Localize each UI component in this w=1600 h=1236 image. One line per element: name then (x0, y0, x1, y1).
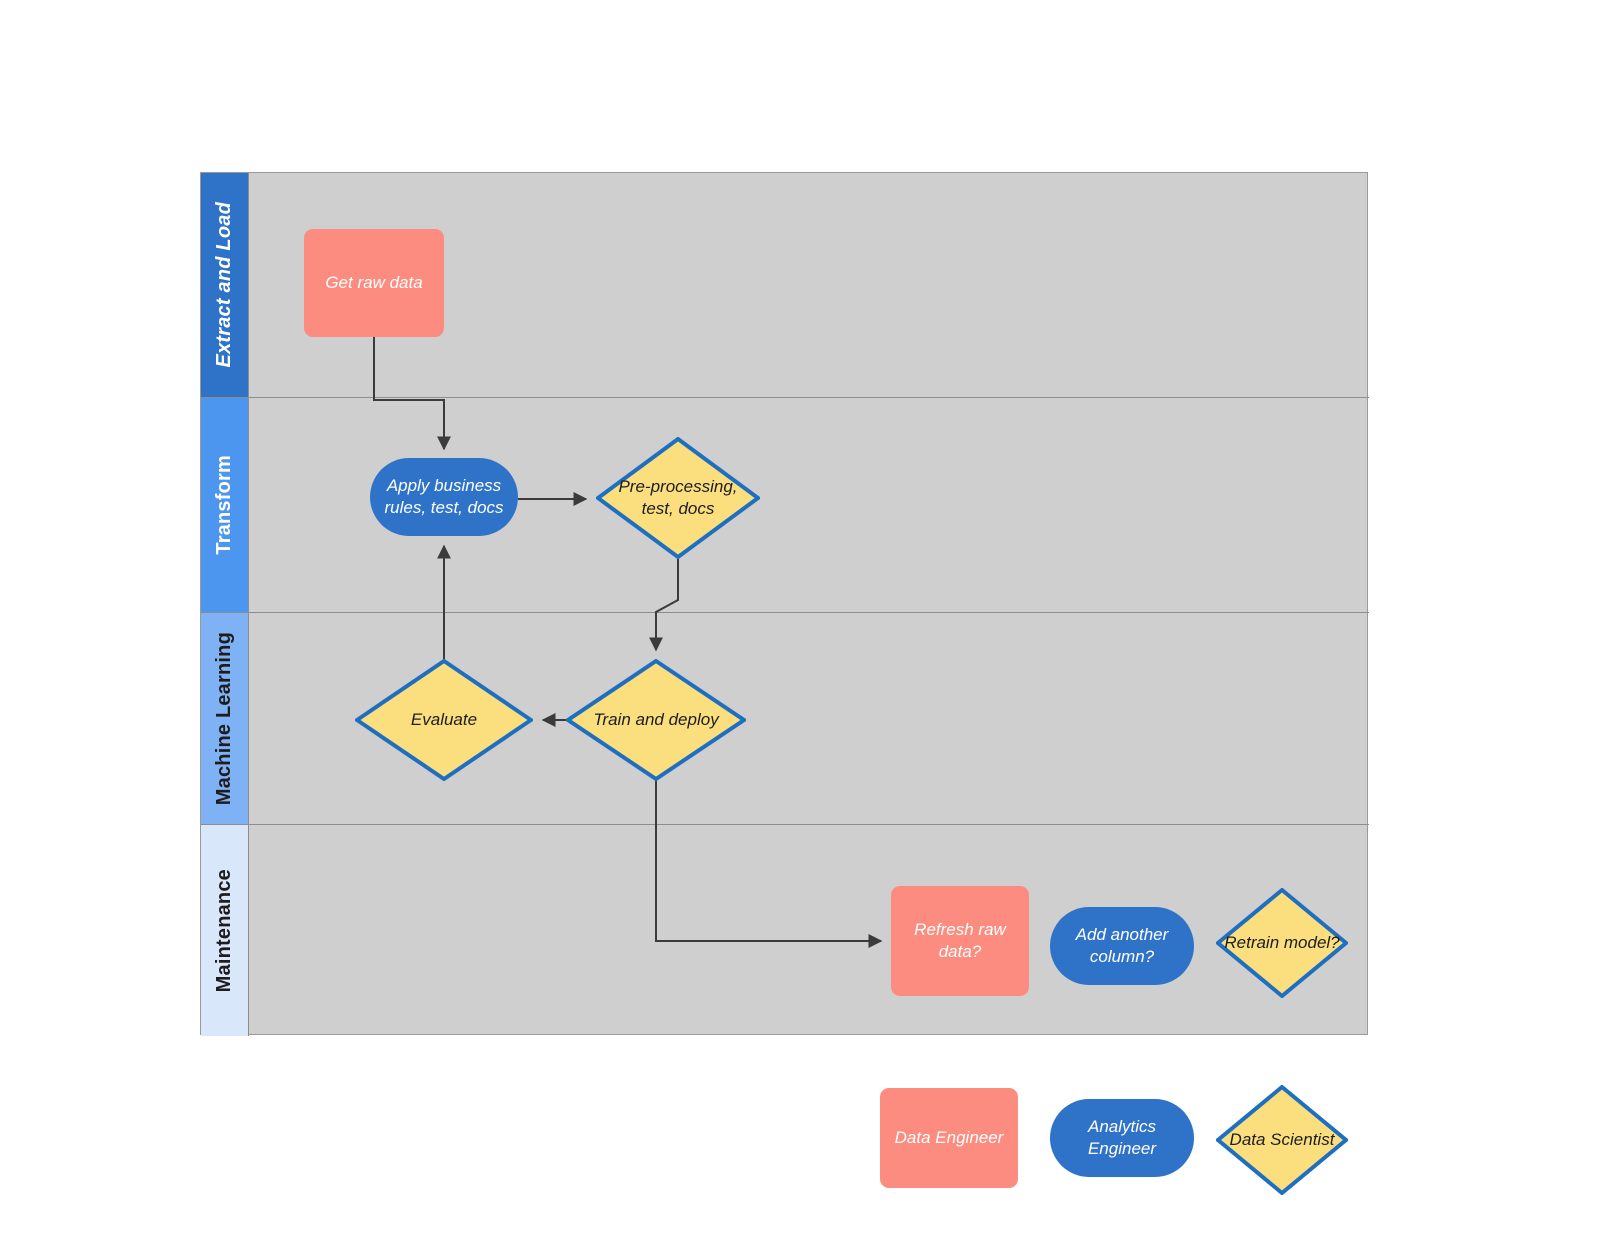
diamond-shape-retrain-model (1216, 888, 1348, 998)
node-label-pre-processing: Pre-processing, test, docs (618, 476, 738, 518)
lane-label-machine-learning: Machine Learning (213, 631, 235, 806)
node-train-and-deploy[interactable]: Train and deploy (566, 659, 746, 781)
legend-label-analytics-engineer: Analytics Engineer (1087, 1116, 1157, 1158)
node-add-another-column[interactable]: Add another column? (1050, 907, 1194, 985)
legend-label-data-engineer: Data Engineer (894, 1127, 1004, 1147)
lane-label-transform: Transform (213, 455, 235, 555)
lane-label-maintenance: Maintenance (213, 868, 235, 993)
node-refresh-raw-data[interactable]: Refresh raw data? (891, 886, 1029, 996)
lane-header-extract-and-load[interactable]: Extract and Load (201, 173, 249, 397)
node-label-evaluate: Evaluate (410, 709, 478, 729)
node-evaluate[interactable]: Evaluate (355, 659, 533, 781)
lane-label-extract-and-load: Extract and Load (213, 202, 235, 368)
diamond-shape-train-and-deploy (566, 659, 746, 781)
node-label-apply-business-rules: Apply business rules, test, docs (384, 475, 504, 517)
lane-extract-and-load: Extract and Load (201, 173, 1369, 398)
node-label-train-and-deploy: Train and deploy (593, 709, 719, 729)
diamond-shape-evaluate (355, 659, 533, 781)
node-pre-processing[interactable]: Pre-processing, test, docs (596, 437, 760, 559)
legend-item-data-scientist[interactable]: Data Scientist (1216, 1085, 1348, 1195)
node-apply-business-rules[interactable]: Apply business rules, test, docs (370, 458, 518, 536)
node-label-add-another-column: Add another column? (1075, 924, 1169, 966)
diamond-shape-data-scientist (1216, 1085, 1348, 1195)
lane-header-machine-learning[interactable]: Machine Learning (201, 613, 249, 824)
lane-maintenance: Maintenance (201, 825, 1369, 1036)
node-label-get-raw-data: Get raw data (325, 272, 423, 292)
node-label-refresh-raw-data: Refresh raw data? (914, 919, 1006, 961)
legend-label-data-scientist: Data Scientist (1229, 1129, 1335, 1149)
diamond-shape-pre-processing (596, 437, 760, 559)
node-get-raw-data[interactable]: Get raw data (304, 229, 444, 337)
node-label-retrain-model: Retrain model? (1224, 932, 1340, 952)
legend: Data Engineer Analytics Engineer Data Sc… (880, 1085, 1380, 1195)
lane-header-maintenance[interactable]: Maintenance (201, 825, 249, 1036)
lane-header-transform[interactable]: Transform (201, 398, 249, 612)
lane-transform: Transform (201, 398, 1369, 613)
node-retrain-model[interactable]: Retrain model? (1216, 888, 1348, 998)
legend-item-data-engineer[interactable]: Data Engineer (880, 1088, 1018, 1188)
legend-item-analytics-engineer[interactable]: Analytics Engineer (1050, 1099, 1194, 1177)
